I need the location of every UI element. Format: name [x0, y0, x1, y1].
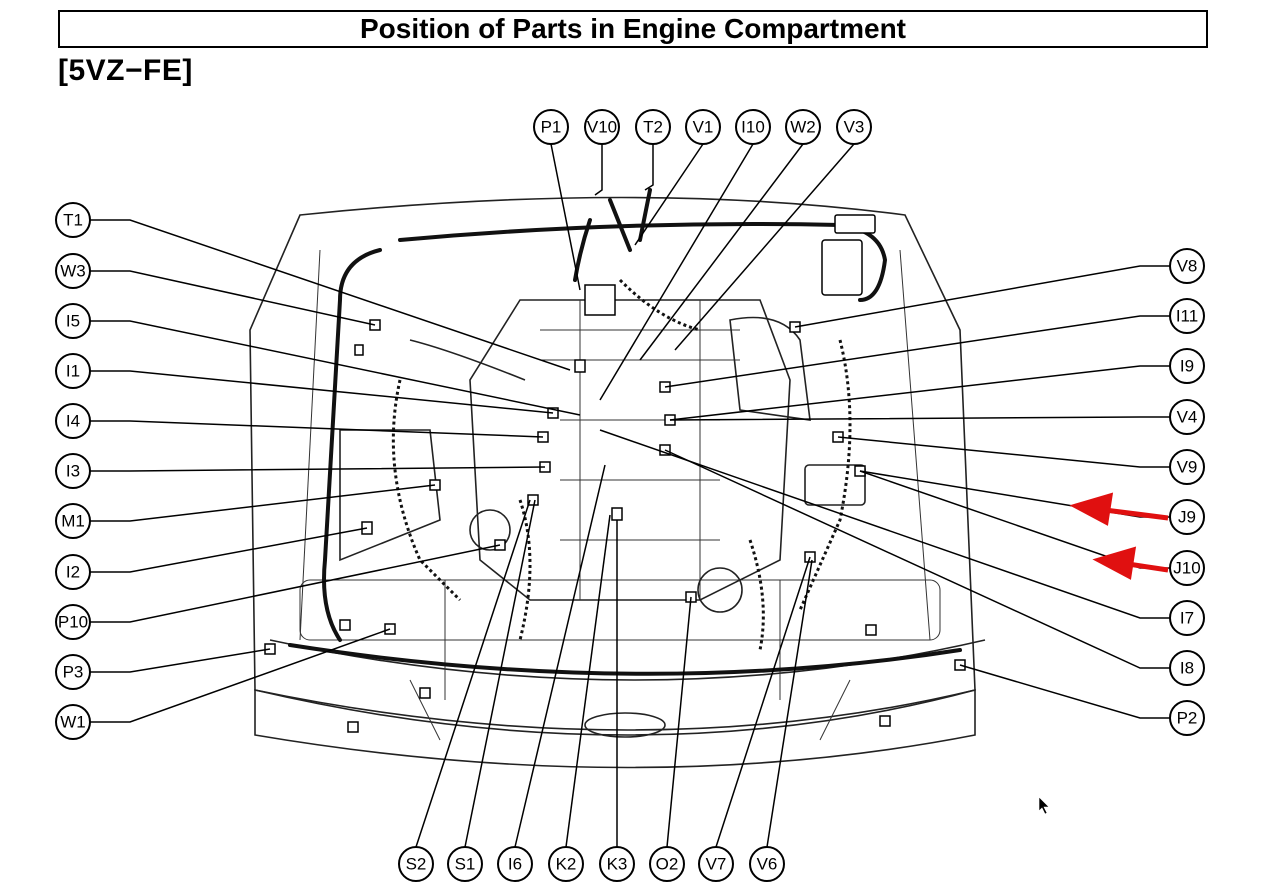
svg-text:I7: I7: [1180, 609, 1194, 628]
svg-text:O2: O2: [656, 855, 679, 874]
page-title: Position of Parts in Engine Compartment: [58, 10, 1208, 48]
svg-text:W2: W2: [790, 118, 816, 137]
label-s1: S1: [447, 846, 483, 882]
label-i11: I11: [1169, 298, 1205, 334]
label-v7: V7: [698, 846, 734, 882]
svg-text:M1: M1: [61, 512, 85, 531]
label-p10: P10: [55, 604, 91, 640]
mouse-pointer-icon: [1038, 796, 1050, 815]
label-i10: I10: [735, 109, 771, 145]
svg-text:S2: S2: [406, 855, 427, 874]
label-w3: W3: [55, 253, 91, 289]
label-i4: I4: [55, 403, 91, 439]
label-w2: W2: [785, 109, 821, 145]
label-t1: T1: [55, 202, 91, 238]
svg-text:J10: J10: [1173, 559, 1200, 578]
label-i6: I6: [497, 846, 533, 882]
svg-text:J9: J9: [1178, 508, 1196, 527]
svg-text:I1: I1: [66, 362, 80, 381]
svg-text:V7: V7: [706, 855, 727, 874]
label-p1: P1: [533, 109, 569, 145]
label-i7: I7: [1169, 600, 1205, 636]
vehicle-outline: [249, 196, 986, 769]
engine-block: [339, 299, 866, 613]
svg-text:I9: I9: [1180, 357, 1194, 376]
label-v3: V3: [836, 109, 872, 145]
svg-text:P1: P1: [541, 118, 562, 137]
label-v4: V4: [1169, 399, 1205, 435]
svg-text:V9: V9: [1177, 458, 1198, 477]
svg-text:V10: V10: [587, 118, 617, 137]
label-s2: S2: [398, 846, 434, 882]
highlight-arrow-j10: [1092, 546, 1169, 580]
label-k3: K3: [599, 846, 635, 882]
svg-text:W1: W1: [60, 713, 86, 732]
svg-text:K2: K2: [556, 855, 577, 874]
label-i2: I2: [55, 554, 91, 590]
svg-text:V3: V3: [844, 118, 865, 137]
svg-text:I8: I8: [1180, 659, 1194, 678]
label-v6: V6: [749, 846, 785, 882]
label-v1: V1: [685, 109, 721, 145]
svg-text:I3: I3: [66, 462, 80, 481]
svg-text:I10: I10: [741, 118, 765, 137]
svg-text:T1: T1: [63, 211, 83, 230]
svg-text:V1: V1: [693, 118, 714, 137]
label-v8: V8: [1169, 248, 1205, 284]
svg-text:T2: T2: [643, 118, 663, 137]
label-i9: I9: [1169, 348, 1205, 384]
label-m1: M1: [55, 503, 91, 539]
label-i3: I3: [55, 453, 91, 489]
leader-lines: [90, 143, 1170, 848]
label-p3: P3: [55, 654, 91, 690]
wire-harness: [288, 188, 962, 676]
svg-text:I6: I6: [508, 855, 522, 874]
svg-text:I5: I5: [66, 312, 80, 331]
highlight-arrow-j9: [1069, 492, 1169, 526]
label-v9: V9: [1169, 449, 1205, 485]
label-i1: I1: [55, 353, 91, 389]
label-j9: J9: [1169, 499, 1205, 535]
label-t2: T2: [635, 109, 671, 145]
label-o2: O2: [649, 846, 685, 882]
svg-text:I2: I2: [66, 563, 80, 582]
label-j10: J10: [1169, 550, 1205, 586]
label-k2: K2: [548, 846, 584, 882]
svg-text:P2: P2: [1177, 709, 1198, 728]
svg-text:I4: I4: [66, 412, 80, 431]
connectors: [264, 319, 966, 733]
svg-text:P3: P3: [63, 663, 84, 682]
engine-code: [5VZ−FE]: [58, 54, 193, 87]
label-w1: W1: [55, 704, 91, 740]
svg-text:S1: S1: [455, 855, 476, 874]
svg-text:W3: W3: [60, 262, 86, 281]
svg-text:K3: K3: [607, 855, 628, 874]
svg-text:I11: I11: [1176, 307, 1198, 326]
svg-text:V6: V6: [757, 855, 778, 874]
label-p2: P2: [1169, 700, 1205, 736]
label-v10: V10: [584, 109, 620, 145]
label-i8: I8: [1169, 650, 1205, 686]
svg-text:P10: P10: [58, 613, 88, 632]
svg-text:V4: V4: [1177, 408, 1198, 427]
label-i5: I5: [55, 303, 91, 339]
svg-text:V8: V8: [1177, 257, 1198, 276]
